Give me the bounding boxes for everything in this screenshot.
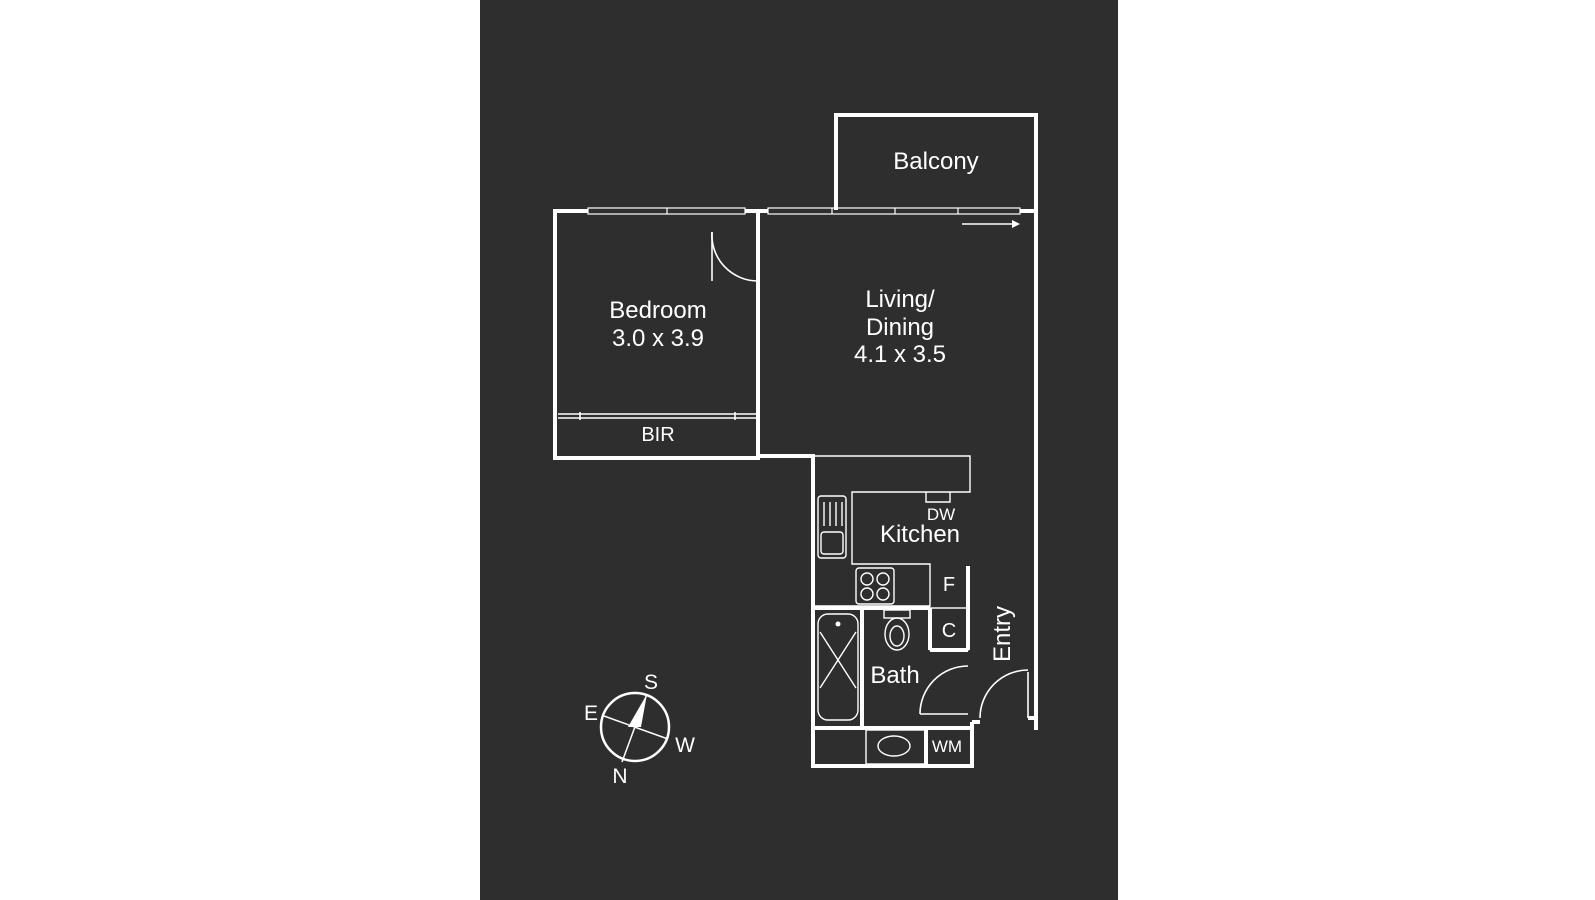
bir-label: BIR [641, 424, 674, 446]
compass-east-label: E [584, 702, 598, 725]
kitchen-label: Kitchen [880, 521, 960, 548]
bedroom-size: 3.0 x 3.9 [612, 325, 704, 352]
sliding-windows [587, 207, 1021, 228]
outer-walls [553, 113, 1038, 768]
bath-label: Bath [870, 662, 919, 689]
dishwasher-label: DW [927, 505, 955, 524]
balcony-label: Balcony [893, 148, 978, 175]
floorplan-background [480, 0, 1118, 900]
compass-south-label: S [644, 671, 658, 694]
entry-label: Entry [989, 606, 1016, 662]
bedroom-door [711, 231, 759, 282]
kitchen-benches [815, 455, 971, 652]
fridge-label: F [943, 574, 955, 596]
bedroom-label: Bedroom [609, 297, 706, 324]
built-in-robe [558, 412, 756, 420]
living-size: 4.1 x 3.5 [854, 341, 946, 368]
compass-icon: S E W N [584, 671, 695, 788]
living-label-line1: Living/ [865, 286, 935, 313]
compass-north-label: N [612, 765, 627, 788]
compass-west-label: W [675, 734, 695, 757]
living-label-line2: Dining [866, 314, 934, 341]
washing-machine-label: WM [932, 737, 962, 756]
cupboard-label: C [942, 620, 956, 642]
bathroom-fixtures [813, 606, 1029, 766]
